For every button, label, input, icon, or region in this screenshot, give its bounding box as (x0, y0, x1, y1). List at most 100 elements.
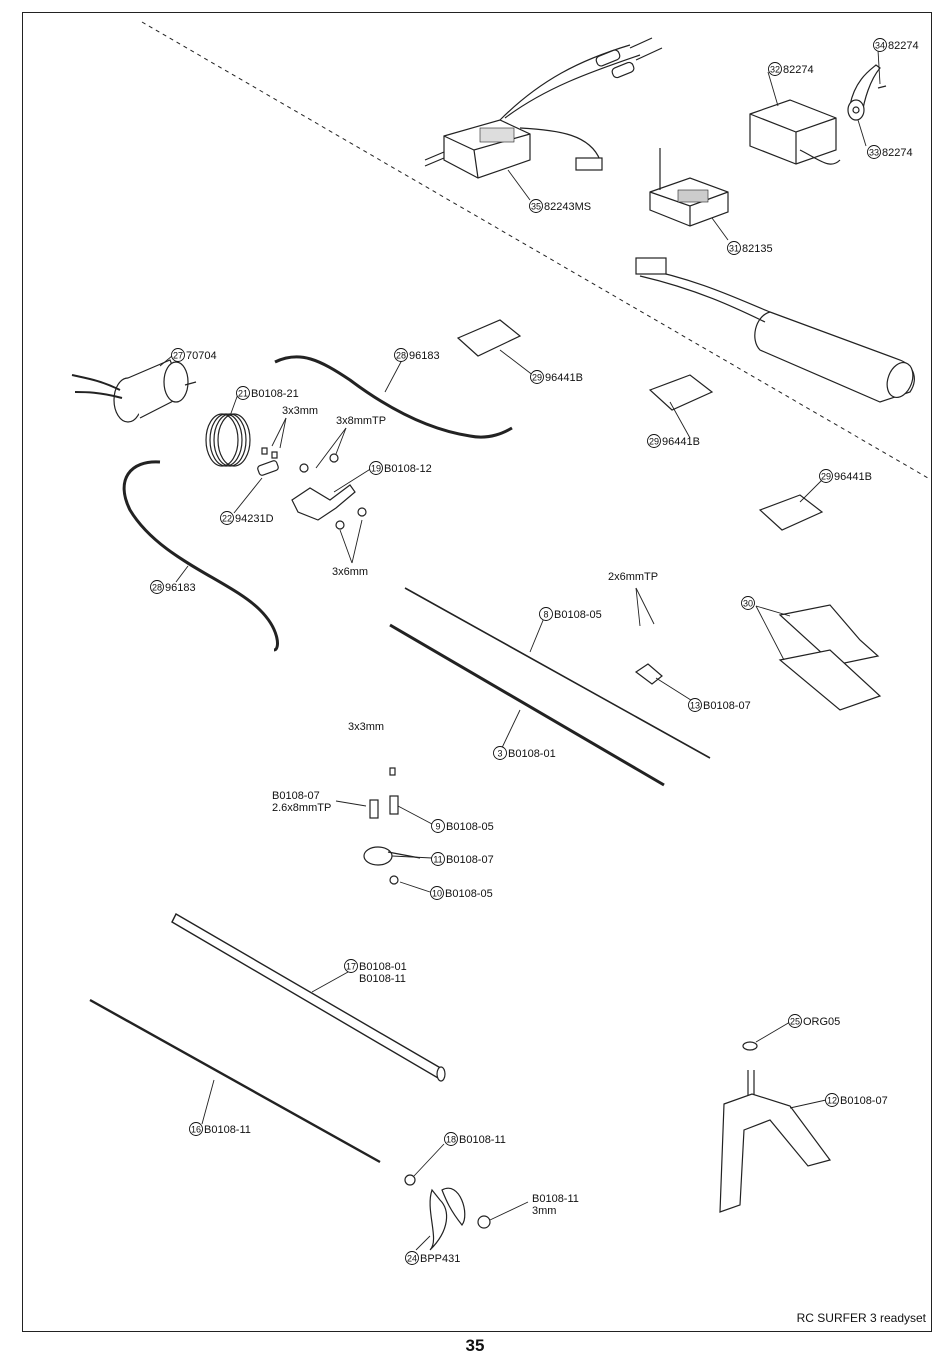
callout-circle (220, 511, 234, 525)
part-number: 10 (432, 889, 442, 899)
part-code: B0108-05 (446, 821, 494, 833)
part-code: B0108-07 (840, 1095, 888, 1107)
part-number: 18 (446, 1135, 456, 1145)
part-callout: 11 B0108-07 (431, 852, 494, 866)
note-3x8mmtp: 3x8mmTP (336, 415, 386, 427)
callout-circle (873, 38, 887, 52)
part-number: 11 (433, 855, 442, 865)
motor-mount-hardware (257, 447, 367, 530)
part-callout: 30 (741, 596, 755, 610)
callout-circle (819, 469, 833, 483)
battery-drawing (635, 257, 915, 403)
callout-circle (344, 959, 358, 973)
part-number: 32 (770, 65, 780, 75)
rudder-pipe (389, 623, 665, 787)
leader-lines (159, 49, 881, 1251)
callout-circle (529, 199, 543, 213)
part-code: B0108-01 (508, 748, 556, 760)
part-code: B0108-07 (703, 700, 751, 712)
callout-circle (236, 386, 250, 400)
note-b0108-07: B0108-07 (272, 790, 320, 802)
part-code: 96441B (834, 471, 872, 483)
page-frame (22, 12, 932, 1332)
boat-stand-drawing (719, 1041, 832, 1213)
part-number: 12 (827, 1096, 837, 1106)
callout-circle (430, 886, 444, 900)
part-code: BPP431 (420, 1253, 460, 1265)
propeller-drawing (404, 1174, 491, 1251)
page-number: 35 (465, 1336, 485, 1355)
callout-circle (150, 580, 164, 594)
silicone-tube-upper (274, 355, 513, 439)
note-3x6mm: 3x6mm (332, 566, 368, 578)
note-b0108-11-nut: B0108-11 (532, 1193, 579, 1205)
part-code: B0108-07 (446, 854, 494, 866)
callout-circle (825, 1093, 839, 1107)
callout-circle (394, 348, 408, 362)
part-code: B0108-01 (359, 961, 407, 973)
part-code: B0108-12 (384, 463, 432, 475)
callout-circle (405, 1251, 419, 1265)
part-code-secondary: B0108-11 (359, 973, 406, 985)
part-number: 8 (543, 610, 548, 620)
cooling-coil-drawing (205, 413, 251, 467)
part-number: 28 (396, 351, 406, 361)
part-code: B0108-11 (204, 1124, 251, 1136)
callout-circle (688, 698, 702, 712)
callout-circle (741, 596, 755, 610)
note-3x3mm-rudder: 3x3mm (348, 721, 384, 733)
part-code: B0108-05 (445, 888, 493, 900)
note-3mm: 3mm (532, 1205, 556, 1217)
part-number: 21 (238, 389, 248, 399)
callout-circle (530, 370, 544, 384)
callout-circle (171, 348, 185, 362)
callout-circle (727, 241, 741, 255)
callout-circle (493, 746, 507, 760)
part-code: 82274 (882, 147, 913, 159)
callout-circle (539, 607, 553, 621)
callout-circle (867, 145, 881, 159)
part-number: 22 (222, 514, 232, 524)
part-number: 34 (875, 41, 885, 51)
part-number: 25 (790, 1017, 800, 1027)
note-3x3mm-motor: 3x3mm (282, 405, 318, 417)
note-2x6mmtp: 2x6mmTP (608, 571, 658, 583)
servo-drawing (749, 64, 887, 165)
part-number: 19 (371, 464, 381, 474)
callout-circle (444, 1132, 458, 1146)
motor-drawing (71, 359, 197, 423)
callout-circle (189, 1122, 203, 1136)
callout-circle (647, 434, 661, 448)
part-code: B0108-21 (251, 388, 299, 400)
part-number: 13 (690, 701, 700, 711)
part-code: 96183 (409, 350, 440, 362)
part-number: 3 (497, 749, 502, 759)
part-code: 82274 (783, 64, 814, 76)
silicone-tube-lower (122, 460, 279, 652)
part-code: 82243MS (544, 201, 591, 213)
part-number: 30 (743, 599, 753, 609)
part-number: 24 (407, 1254, 417, 1264)
